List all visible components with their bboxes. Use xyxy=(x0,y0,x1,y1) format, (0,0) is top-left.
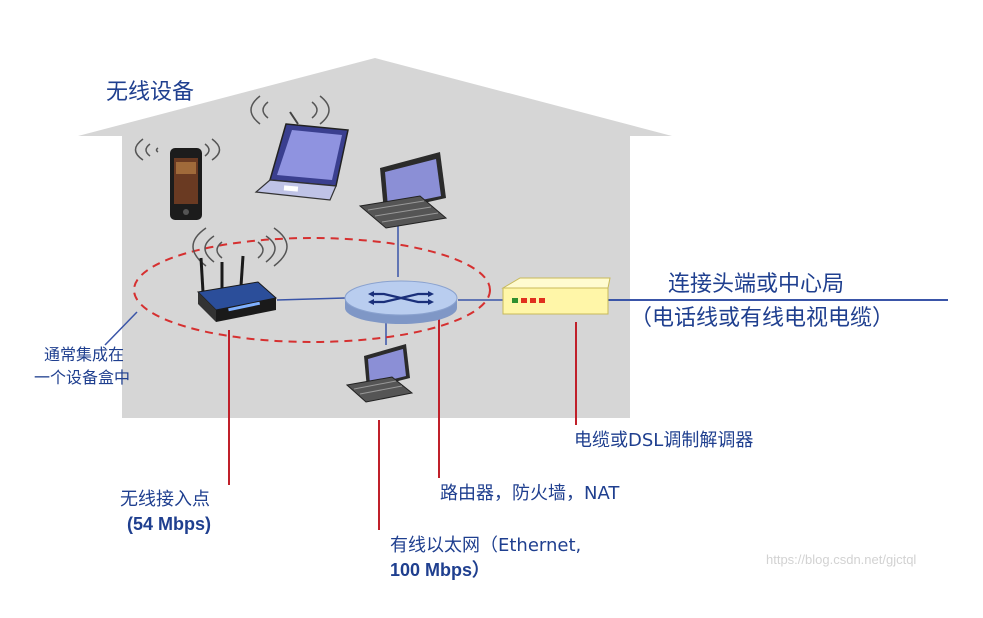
label-access-point-line2: (54 Mbps) xyxy=(127,514,212,534)
link-ap-router xyxy=(276,297,346,301)
label-access-point-line1: 无线接入点 xyxy=(120,489,210,510)
watermark: https://blog.csdn.net/gjctql xyxy=(766,552,917,567)
combined-box-ellipse xyxy=(133,237,491,343)
label-ethernet-line1: 有线以太网（Ethernet, xyxy=(390,535,582,556)
house-shape xyxy=(78,58,672,418)
laptop-icon xyxy=(250,95,349,201)
label-combined-line2: 一个设备盒中 xyxy=(34,368,131,387)
router-icon xyxy=(344,280,458,324)
label-headend-line2: （电话线或有线电视电缆） xyxy=(630,306,895,331)
label-wireless-devices: 无线设备 xyxy=(106,80,195,105)
label-router: 路由器，防火墙，NAT xyxy=(440,483,620,504)
wireless-ap-icon xyxy=(192,227,288,322)
pointer-line-combined xyxy=(104,311,138,346)
modem-icon xyxy=(501,277,611,315)
label-headend-line1: 连接头端或中心局 xyxy=(668,272,845,297)
label-ethernet-line2: 100 Mbps） xyxy=(390,560,491,580)
desktop-icon xyxy=(358,152,448,229)
label-modem: 电缆或DSL调制解调器 xyxy=(574,430,754,451)
desktop-icon xyxy=(345,344,414,403)
label-combined-line1: 通常集成在 xyxy=(44,345,125,364)
smartphone-icon xyxy=(134,138,221,220)
